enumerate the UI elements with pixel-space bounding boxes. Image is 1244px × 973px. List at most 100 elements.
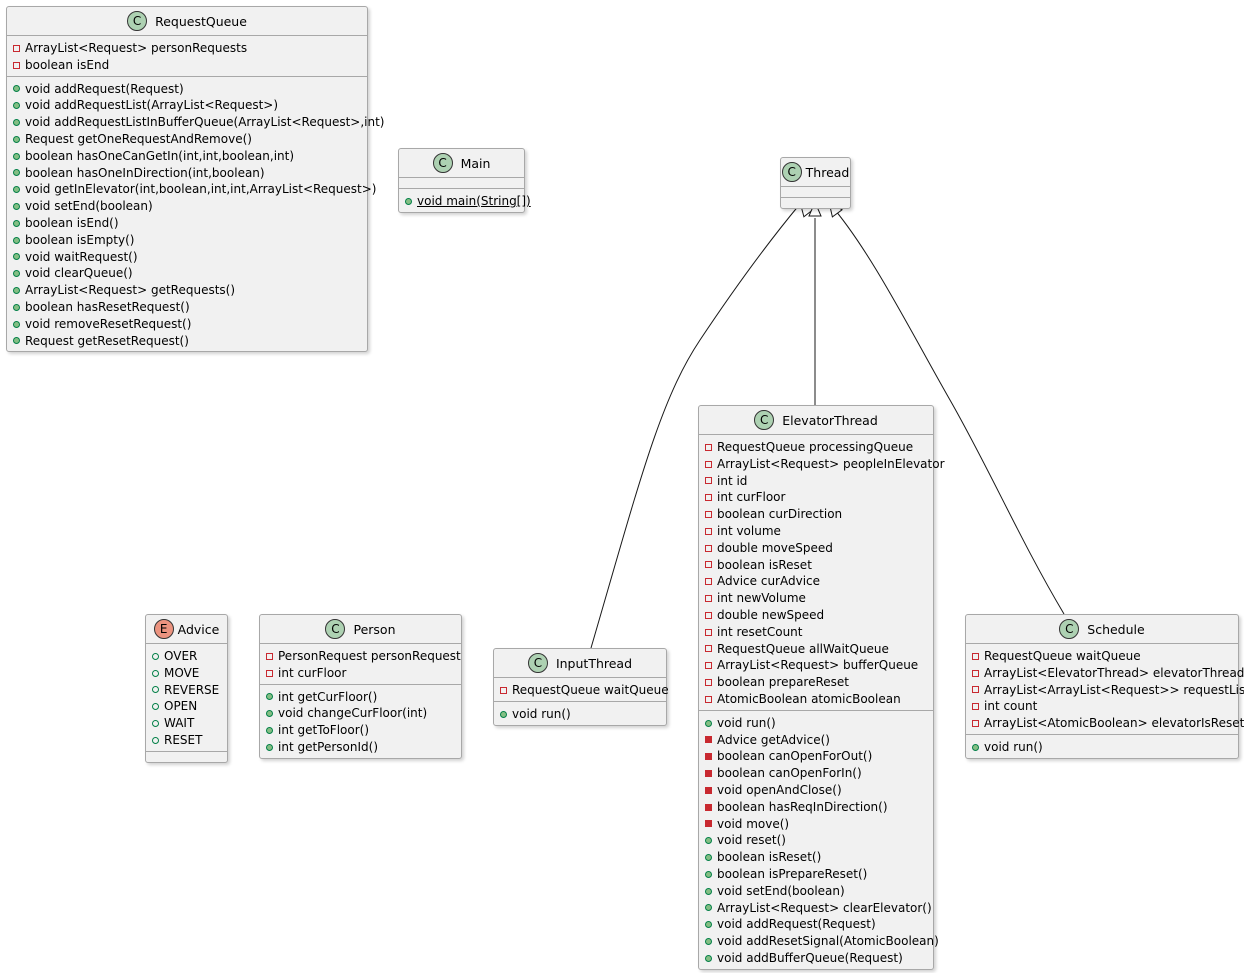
method-row: void addBufferQueue(Request) [699,950,933,967]
private-field-icon [705,511,716,519]
public-method-icon [266,727,277,735]
method-row: int getPersonId() [260,739,461,756]
field-row: OPEN [146,698,227,715]
method-text: int getToFloor() [278,723,370,738]
field-row: int id [699,473,933,490]
class-main[interactable]: C Main void main(String[]) [398,148,531,213]
public-method-icon [13,203,24,211]
method-text: boolean hasResetRequest() [25,299,190,314]
fields-section [399,178,524,189]
private-field-icon [972,703,983,711]
field-text: ArrayList<Request> bufferQueue [717,658,919,673]
public-method-icon [13,169,24,177]
method-row: void waitRequest() [7,249,367,266]
method-text: boolean hasReqInDirection() [717,799,888,814]
method-text: void setEnd(boolean) [717,883,845,898]
public-method-icon [13,320,24,328]
private-method-icon [705,753,716,761]
class-name: Advice [177,621,220,637]
method-row: Request getResetRequest() [7,333,367,350]
public-method-icon [13,102,24,110]
field-row: boolean isReset [699,557,933,574]
field-text: RequestQueue processingQueue [717,440,914,454]
field-text: RequestQueue allWaitQueue [717,641,889,656]
method-row: void main(String[]) [399,193,531,210]
field-row: ArrayList<Request> peopleInElevator [699,456,945,473]
field-text: int curFloor [278,665,347,680]
method-row: ArrayList<Request> clearElevator() [699,900,933,917]
method-text: int getCurFloor() [278,689,378,704]
method-text: void reset() [717,833,786,848]
public-method-icon [500,710,511,718]
private-method-icon [705,820,716,828]
private-field-icon [500,686,511,694]
public-method-icon [266,743,277,751]
public-method-icon [705,921,716,929]
method-row: void removeResetRequest() [7,316,367,333]
field-text: ArrayList<Request> personRequests [25,41,248,55]
method-row: boolean isEmpty() [7,232,367,249]
method-text: int getPersonId() [278,739,379,754]
method-text: boolean canOpenForOut() [717,749,873,764]
private-method-icon [705,803,716,811]
method-text: Advice getAdvice() [717,732,830,747]
public-method-icon [705,938,716,945]
method-row: void run() [494,706,666,723]
field-row: REVERSE [146,682,227,699]
method-text: void clearQueue() [25,266,133,281]
method-row: boolean isPrepareReset() [699,866,933,883]
public-method-icon [705,719,716,727]
public-field-icon [152,736,163,744]
private-method-icon [705,736,716,744]
field-row: int curFloor [260,665,461,682]
field-row: int resetCount [699,624,933,641]
private-field-icon [705,578,716,586]
field-row: ArrayList<Request> bufferQueue [699,657,933,674]
private-field-icon [705,662,716,670]
method-text: Request getResetRequest() [25,333,189,348]
field-row: boolean curDirection [699,506,933,523]
private-field-icon [13,44,24,52]
public-method-icon [13,236,24,244]
field-row: boolean isEnd [7,57,367,74]
class-stereotype-icon: C [127,11,148,31]
class-elevatorthread[interactable]: C ElevatorThread RequestQueue processing… [698,405,945,970]
method-row: void move() [699,816,933,833]
class-requestqueue[interactable]: C RequestQueue ArrayList<Request> person… [6,6,384,353]
class-thread[interactable]: C Thread [780,157,851,209]
public-method-icon [13,85,24,93]
method-text: void addRequestList(ArrayList<Request>) [25,98,279,113]
method-row: void addRequestList(ArrayList<Request>) [7,97,367,114]
enum-stereotype-icon: E [153,619,174,639]
field-row: int volume [699,523,933,540]
field-text: REVERSE [164,682,220,697]
private-field-icon [705,460,716,468]
private-field-icon [266,669,277,677]
private-field-icon [705,645,716,653]
method-row: void changeCurFloor(int) [260,705,461,722]
method-text: ArrayList<Request> getRequests() [25,283,236,298]
method-row: boolean hasOneInDirection(int,boolean) [7,165,367,182]
class-inputthread[interactable]: C InputThread RequestQueue waitQueue voi… [493,648,669,726]
private-field-icon [972,686,983,694]
public-method-icon [13,287,24,295]
private-field-icon [705,477,716,485]
field-row: ArrayList<Request> personRequests [7,40,367,57]
field-row: double moveSpeed [699,540,933,557]
method-row: int getCurFloor() [260,689,461,706]
private-field-icon [705,611,716,619]
methods-section: void main(String[]) [399,189,531,212]
class-name: Person [353,621,396,637]
field-row: ArrayList<ElevatorThread> elevatorThread… [966,665,1244,682]
method-text: void waitRequest() [25,249,138,264]
public-method-icon [266,693,277,701]
field-row: ArrayList<ArrayList<Request>> requestLis… [966,682,1244,699]
field-text: boolean isReset [717,557,812,572]
field-row: RESET [146,732,227,749]
class-stereotype-icon: C [432,153,453,173]
